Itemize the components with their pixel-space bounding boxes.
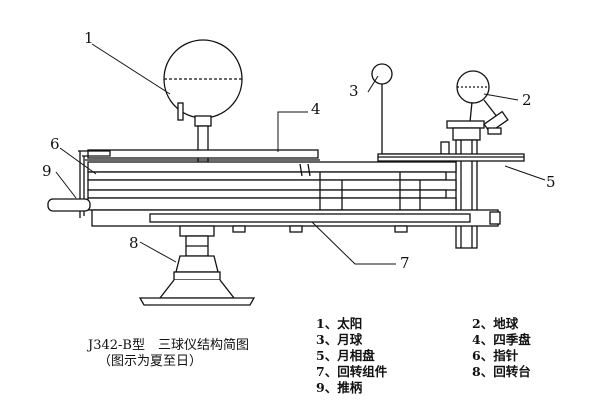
- moon-ball: [371, 63, 445, 155]
- season-disc-assembly: [85, 149, 457, 211]
- leader-lines: [55, 43, 546, 265]
- legend-item-pointer: 6、指针: [472, 348, 519, 363]
- legend-item-rotary-assembly: 7、回转组件: [316, 364, 388, 379]
- diagram-caption-note: （图示为夏至日）: [98, 354, 203, 369]
- callout-7: 7: [400, 254, 410, 272]
- legend-item-earth: 2、地球: [472, 316, 519, 331]
- sun-ball: [163, 39, 243, 163]
- moon-phase-disc: [377, 153, 525, 162]
- legend-item-season-disc: 4、四季盘: [472, 332, 531, 347]
- legend-item-moon-phase-disc: 5、月相盘: [316, 348, 375, 363]
- callout-5: 5: [546, 173, 556, 191]
- legend-item-sun: 1、太阳: [316, 316, 363, 331]
- callout-9: 9: [42, 162, 52, 180]
- legend-item-push-handle: 9、推柄: [316, 380, 363, 395]
- rotary-assembly: [91, 209, 501, 233]
- legend-item-moon: 3、月球: [316, 332, 363, 347]
- rotary-stand: [138, 225, 256, 306]
- diagram-caption: J342-B型 三球仪结构简图: [88, 338, 249, 353]
- callout-4: 4: [311, 100, 321, 118]
- callout-6: 6: [50, 135, 60, 153]
- callout-8: 8: [129, 234, 139, 252]
- legend-item-rotary-stand: 8、回转台: [472, 364, 531, 379]
- callout-1: 1: [84, 29, 94, 47]
- callout-2: 2: [522, 91, 532, 109]
- callout-3: 3: [349, 82, 359, 100]
- earth-ball: [456, 70, 509, 135]
- push-handle: [47, 198, 91, 212]
